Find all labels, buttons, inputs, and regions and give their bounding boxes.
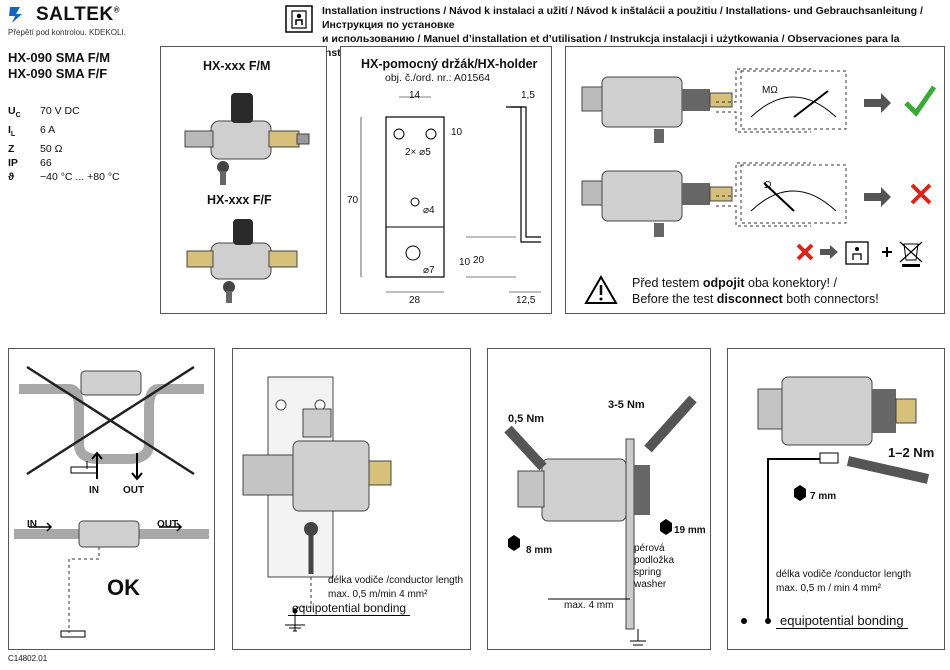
spec-value: −40 °C ... +80 °C <box>40 171 120 184</box>
dim-12-5: 12,5 <box>516 295 536 306</box>
dim-14: 14 <box>409 90 421 101</box>
bonding-panel: 1–2 Nm 7 mm délka vodiče /conductor leng… <box>727 348 945 650</box>
wrench-19mm: 19 mm <box>674 525 706 536</box>
bonding-equipotential-label: equipotential bonding <box>776 613 908 629</box>
disposal-row <box>796 241 923 267</box>
dim-2x5: 2× ⌀5 <box>405 147 431 158</box>
spec-value: 6 A <box>40 124 56 137</box>
brand-name: SALTEK® <box>36 4 120 25</box>
washer-cz-2: podložka <box>634 555 675 566</box>
torque-0-5: 0,5 Nm <box>508 413 545 425</box>
meter-megaohm-label: MΩ <box>762 85 778 96</box>
wiring-out-label: OUT <box>123 485 145 496</box>
wiring-in-label-2: IN <box>27 519 37 530</box>
spec-value: 70 V DC <box>40 105 80 117</box>
warning-icon <box>584 275 618 304</box>
dim-7: ⌀7 <box>423 265 435 276</box>
test-warning: Před testem odpojit oba konektory! / Bef… <box>632 276 879 306</box>
holder-order-number: obj. č./ord. nr.: A01564 <box>385 72 491 84</box>
document-code: C14802.01 <box>8 654 48 663</box>
spec-table: UC 70 V DC IL 6 A Z 50 Ω IP 66 ϑ −40 °C ... +… <box>8 104 120 184</box>
read-manual-icon <box>285 5 313 33</box>
washer-cz-1: pérová <box>634 543 665 554</box>
dim-1-5: 1,5 <box>521 90 535 101</box>
saltek-logo-icon <box>9 7 22 23</box>
dim-4: ⌀4 <box>423 205 435 216</box>
wiring-out-label-2: OUT <box>157 519 179 530</box>
spec-value: 50 Ω <box>40 143 63 156</box>
dim-10a: 10 <box>451 127 463 138</box>
model-fm: HX-090 SMA F/M <box>8 50 111 65</box>
variants-panel: HX-xxx F/M HX-xxx F/F <box>160 46 327 314</box>
wiring-in-label: IN <box>89 485 99 496</box>
meter-ohm-label: Ω <box>764 180 772 191</box>
ok-label: OK <box>107 575 140 600</box>
model-ff: HX-090 SMA F/F <box>8 66 108 81</box>
holder-title: HX-pomocný držák/HX-holder <box>361 57 538 71</box>
equipotential-bonding-label: equipotential bonding <box>288 601 411 616</box>
bonding-conductor-value: max. 0,5 m / min 4 mm² <box>776 583 882 594</box>
test-panel: MΩ Ω Před testem odpojit oba konektory! … <box>565 46 945 314</box>
test-diagram-1 <box>716 68 937 133</box>
header-languages: Installation instructions / Návod k inst… <box>322 5 923 59</box>
spec-key: IL <box>8 124 16 139</box>
washer-en-1: spring <box>634 567 662 578</box>
torque-1-2: 1–2 Nm <box>888 445 935 460</box>
dim-28: 28 <box>409 295 421 306</box>
conductor-length-value: max. 0,5 m/min 4 mm² <box>328 589 428 600</box>
model-list: HX-090 SMA F/M HX-090 SMA F/F <box>8 50 110 82</box>
spec-key: UC <box>8 105 21 120</box>
spec-value: 66 <box>40 157 52 170</box>
dim-70: 70 <box>347 195 359 206</box>
wrench-7mm: 7 mm <box>810 491 837 502</box>
holder-technical-drawing <box>360 96 541 293</box>
bonding-conductor-label: délka vodiče /conductor length <box>776 569 912 580</box>
wiring-panel: IN OUT IN OUT OK <box>8 348 215 650</box>
torque-3-5: 3-5 Nm <box>608 399 645 411</box>
dim-20: 20 <box>473 255 485 266</box>
brand-tagline: Přepětí pod kontrolou. KDEKOLI. <box>8 28 126 37</box>
variant-fm-title: HX-xxx F/M <box>203 59 271 73</box>
mounting-image <box>242 376 392 632</box>
spec-key: ϑ <box>8 171 15 184</box>
max-4mm-label: max. 4 mm <box>564 600 614 611</box>
surge-protector-fm-image <box>184 93 310 185</box>
mounting-panel: délka vodiče /conductor length max. 0,5 … <box>232 348 471 650</box>
spec-key: IP <box>8 157 18 170</box>
wiring-diagram <box>14 365 209 638</box>
washer-en-2: washer <box>634 579 667 590</box>
holder-panel: HX-pomocný držák/HX-holder obj. č./ord. … <box>340 46 552 314</box>
dim-10b: 10 <box>459 257 471 268</box>
protector-test-image-2 <box>581 170 733 237</box>
conductor-length-label: délka vodiče /conductor length <box>328 575 464 586</box>
wrench-8mm: 8 mm <box>526 545 553 556</box>
surge-protector-ff-image <box>186 219 298 303</box>
saltek-logo: SALTEK® Přepětí pod kontrolou. KDEKOLI. <box>8 4 158 40</box>
torque-panel: 0,5 Nm 3-5 Nm 19 mm 8 mm pérová podložka… <box>487 348 711 650</box>
variant-ff-title: HX-xxx F/F <box>207 193 272 207</box>
test-diagram-2 <box>716 162 932 227</box>
bonding-image <box>741 376 930 624</box>
torque-image <box>504 395 697 646</box>
spec-key: Z <box>8 143 15 156</box>
protector-test-image-1 <box>581 76 733 143</box>
